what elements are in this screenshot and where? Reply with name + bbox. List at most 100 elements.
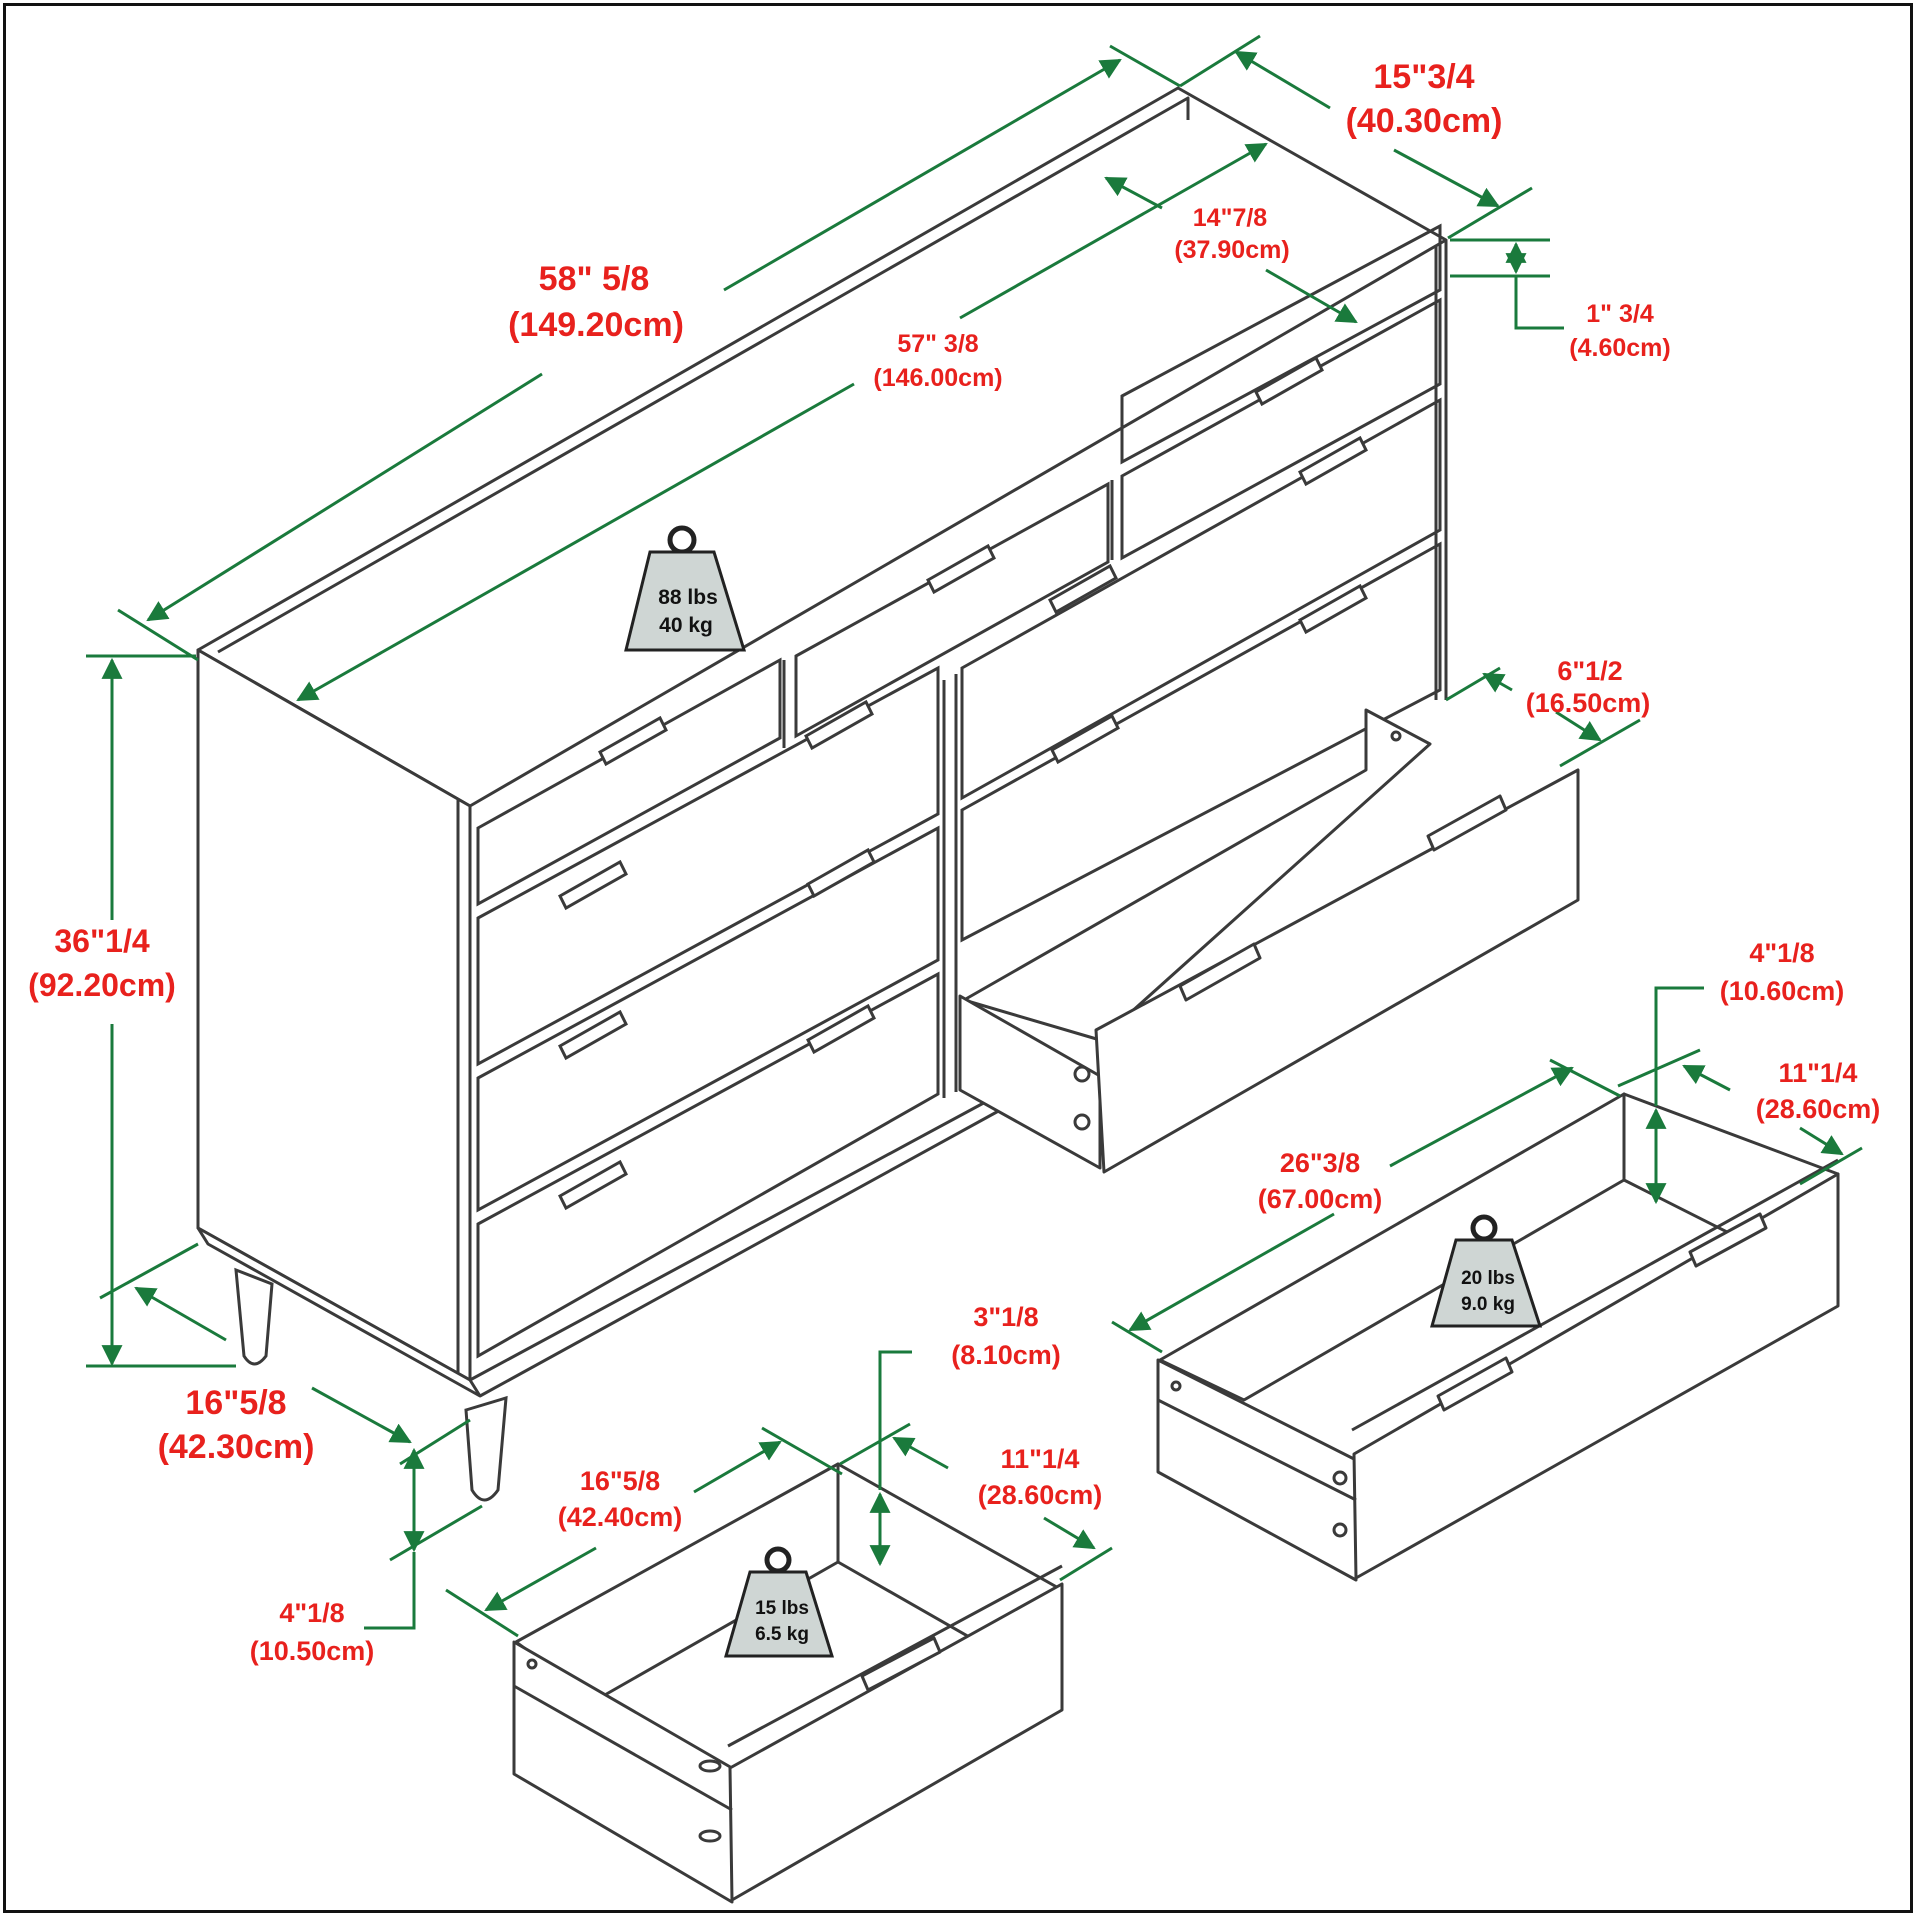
weight-large-drawer-lbs: 20 lbs [1461,1268,1515,1289]
large-drawer [1156,1092,1840,1582]
inner-depth-imperial: 14"7/8 [1193,204,1268,232]
small-drawer-screw [698,1829,722,1843]
leg-spread-metric: (42.30cm) [158,1428,315,1466]
opened-drawer-screw [1390,730,1402,742]
overall-width-metric: (149.20cm) [508,306,684,344]
handle [1298,583,1368,635]
leg-height-imperial: 4"1/8 [279,1598,344,1628]
handle [558,1009,628,1061]
large-drawer-handle-inner [1688,1212,1768,1268]
overall-height-metric: (92.20cm) [28,967,176,1003]
small-drawer-depth-metric: (28.60cm) [978,1480,1103,1510]
large-drawer-screw [1332,1470,1348,1486]
large-drawer-slot [1157,1398,1357,1502]
leg-height-leader [364,1552,416,1630]
weight-large-drawer-kg: 9.0 kg [1461,1294,1515,1315]
overall-depth-line-2 [1393,148,1500,208]
large-drawer-depth-imperial: 11"1/4 [1779,1058,1858,1088]
drawer-extension-line [1482,672,1513,693]
large-drawer-inside-left [1158,1092,1626,1402]
overall-height-imperial: 36"1/4 [54,923,149,959]
dresser-front-bottom [469,1090,1005,1382]
small-drawer-width-ext-2 [761,1426,843,1476]
leg-spread-ext [99,1242,199,1300]
weight-icon [724,1570,835,1658]
dimension-lines [86,34,1863,1638]
large-drawer-screw [1170,1380,1182,1392]
drawer-front-left-3 [476,825,940,1213]
inner-depth-metric: (37.90cm) [1174,236,1289,264]
overall-depth-ext-2 [1447,186,1533,240]
dresser-top [196,86,1448,808]
weight-top-lbs: 88 lbs [658,586,718,609]
handle [806,1003,876,1055]
drawer-front-right-3 [960,541,1442,943]
small-drawer [512,1462,1064,1904]
small-drawer-height-leader [878,1350,912,1490]
handle [1254,355,1324,407]
overall-depth-line [1234,50,1331,110]
handle [806,847,876,899]
top-thickness-metric: (4.60cm) [1569,334,1670,362]
inner-depth-line-2 [1265,268,1358,324]
handle [804,699,874,751]
small-drawer-depth-line-2 [1043,1516,1096,1550]
leg-spread-line [134,1286,227,1342]
small-drawer-height-imperial: 3"1/8 [973,1302,1038,1332]
opened-drawer [958,708,1580,1174]
opened-drawer-side [958,994,1102,1170]
small-drawer-slot [513,1684,733,1812]
drawer-extension-imperial: 6"1/2 [1557,656,1622,686]
leg-spread-line-2 [311,1386,412,1444]
opened-drawer-screw [1073,1113,1091,1131]
overall-width-line [146,372,543,622]
drawer-extension-metric: (16.50cm) [1526,688,1651,718]
small-drawer-rim [727,1564,1063,1748]
large-drawer-screw [1332,1522,1348,1538]
overall-depth-ext [1179,34,1261,88]
large-drawer-width-imperial: 26"3/8 [1280,1148,1360,1178]
large-drawer-handle [1436,1356,1514,1412]
weight-icon-small-drawer: 15 lbs 6.5 kg [724,1546,835,1658]
overall-width-line-2 [723,58,1122,292]
large-drawer-width-line [1128,1212,1335,1332]
weight-icon-large-drawer: 20 lbs 9.0 kg [1430,1214,1543,1328]
opened-drawer-handle [1178,942,1262,1002]
weight-icon-top: 88 lbs 40 kg [624,525,747,652]
drawer-front-top-right [1120,297,1442,561]
small-drawer-width-line [484,1546,597,1612]
inner-width-imperial: 57" 3/8 [897,330,978,358]
weight-icon [1430,1238,1543,1328]
handle [598,715,668,767]
opened-drawer-screw [1073,1065,1091,1083]
overall-width-ext-2 [1109,44,1181,88]
drawer-extension-ext [1445,666,1501,702]
large-drawer-depth-line-2 [1799,1126,1844,1156]
drawer-front-top-left [476,657,782,907]
leg-front-right [464,1395,508,1502]
large-drawer-front [1352,1172,1840,1580]
large-drawer-depth-line [1682,1064,1731,1092]
handle [558,1159,628,1211]
large-drawer-height-imperial: 4"1/8 [1749,938,1814,968]
small-drawer-width-ext [445,1588,519,1638]
large-drawer-width-line-2 [1389,1066,1574,1168]
large-drawer-depth-ext-2 [1799,1146,1863,1186]
opened-drawer-front [1094,768,1580,1174]
small-drawer-handle [860,1636,942,1692]
handle [558,859,628,911]
opened-drawer-inside [962,708,1432,1042]
drawer-extension-ext-2 [1559,718,1641,768]
overall-depth-metric: (40.30cm) [1346,102,1503,140]
small-drawer-screw [698,1759,722,1773]
overall-width-imperial: 58" 5/8 [539,260,650,298]
dresser-plinth-front [479,1106,1005,1398]
handle [1048,563,1118,615]
leg-spread-imperial: 16"5/8 [185,1384,286,1422]
drawer-front-top-far [1120,223,1442,465]
weight-top-kg: 40 kg [659,614,713,637]
drawer-handles [558,355,1368,1211]
weight-small-drawer-kg: 6.5 kg [755,1624,809,1645]
weight-small-drawer-lbs: 15 lbs [755,1598,809,1619]
